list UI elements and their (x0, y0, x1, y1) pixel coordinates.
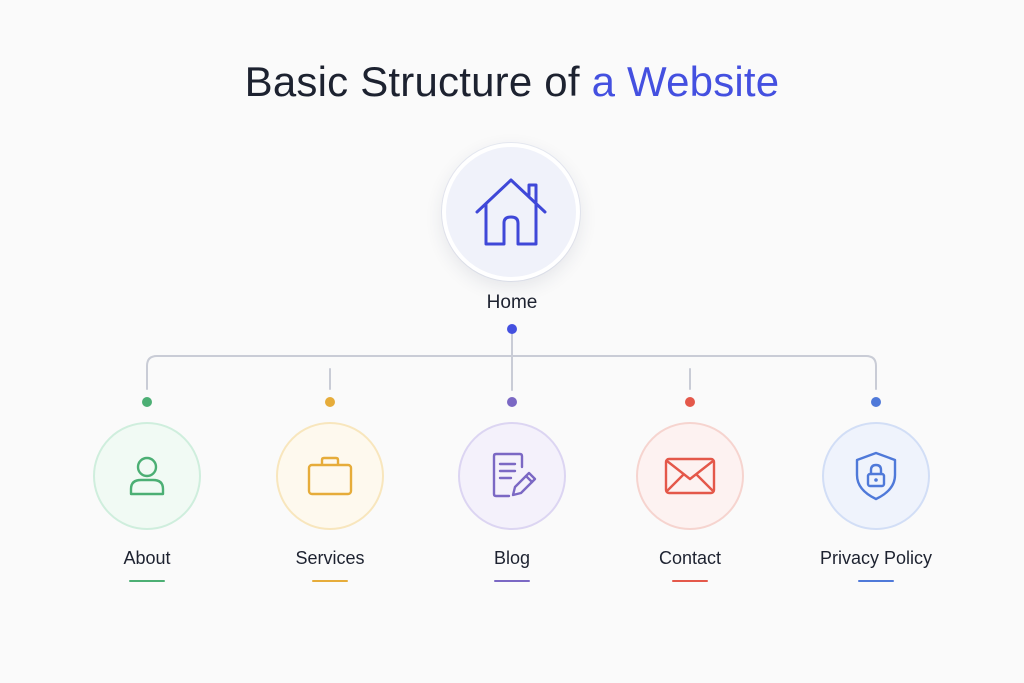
about-underline (129, 580, 165, 582)
user-icon (129, 456, 165, 496)
contact-underline (672, 580, 708, 582)
node-about[interactable]: About (57, 422, 237, 582)
node-services[interactable]: Services (240, 422, 420, 582)
privacy-policy-circle[interactable] (822, 422, 930, 530)
privacy-policy-label: Privacy Policy (819, 548, 933, 568)
home-node[interactable] (442, 143, 580, 281)
node-blog[interactable]: Blog (422, 422, 602, 582)
home-label: Home (486, 292, 538, 313)
node-privacy-policy[interactable]: Privacy Policy (786, 422, 966, 582)
about-label: About (123, 548, 171, 568)
blog-connector-dot (507, 397, 517, 407)
contact-connector-dot (685, 397, 695, 407)
contact-label: Contact (658, 548, 722, 568)
services-circle[interactable] (276, 422, 384, 530)
envelope-icon (664, 457, 716, 495)
document-edit-icon (492, 452, 537, 498)
blog-label: Blog (493, 548, 531, 568)
diagram-title: Basic Structure of a Website (0, 58, 1024, 106)
horizontal-branch-line (146, 355, 877, 390)
services-label: Services (295, 548, 365, 568)
services-connector-dot (325, 397, 335, 407)
blog-circle[interactable] (458, 422, 566, 530)
connector-paths (146, 328, 877, 391)
privacy-policy-underline (858, 580, 894, 582)
house-icon (475, 178, 547, 246)
about-connector-dot (142, 397, 152, 407)
shield-lock-icon (855, 451, 897, 501)
node-contact[interactable]: Contact (600, 422, 780, 582)
contact-circle[interactable] (636, 422, 744, 530)
briefcase-icon (307, 456, 353, 496)
blog-underline (494, 580, 530, 582)
home-connector-dot (507, 324, 517, 334)
privacy-policy-connector-dot (871, 397, 881, 407)
title-prefix: Basic Structure of (244, 58, 592, 105)
title-accent: a Website (591, 58, 780, 105)
about-circle[interactable] (93, 422, 201, 530)
services-underline (312, 580, 348, 582)
